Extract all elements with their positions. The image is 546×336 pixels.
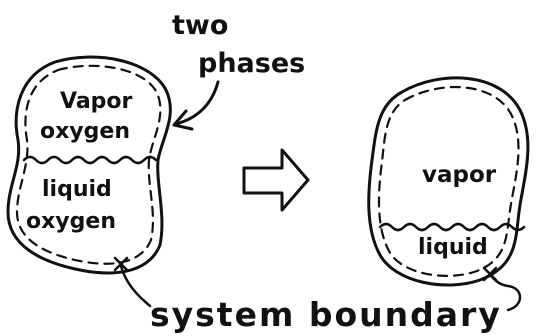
left-upper-label-line2: oxygen [40,119,130,144]
left-boundary-pointer [119,264,152,308]
left-system: Vapor oxygen liquid oxygen [6,55,172,275]
process-arrow-icon [242,148,310,212]
right-boundary-pointer [488,272,522,312]
two-phases-label-line2: phases [198,48,305,79]
right-system: vapor liquid [367,76,530,287]
system-boundary-annotation: system boundary [119,264,522,334]
right-upper-label: vapor [422,162,497,188]
right-lower-label: liquid [418,235,488,260]
two-phases-arrow-icon [174,80,220,126]
left-system-boundary-dashed [15,64,162,265]
two-phases-arrowhead-icon [172,109,194,131]
left-boundary-marker-icon [113,256,129,272]
right-liquid-interface [378,222,526,232]
two-phases-label-line1: two [172,10,228,41]
left-liquid-interface [22,155,158,165]
right-system-boundary-dashed [377,85,520,277]
left-upper-label-line1: Vapor [60,89,133,114]
system-boundary-label: system boundary [150,295,502,334]
two-phases-annotation: two phases [172,10,305,131]
left-lower-label-line1: liquid [42,177,112,202]
left-system-outline [6,55,172,275]
left-lower-label-line2: oxygen [26,209,116,234]
